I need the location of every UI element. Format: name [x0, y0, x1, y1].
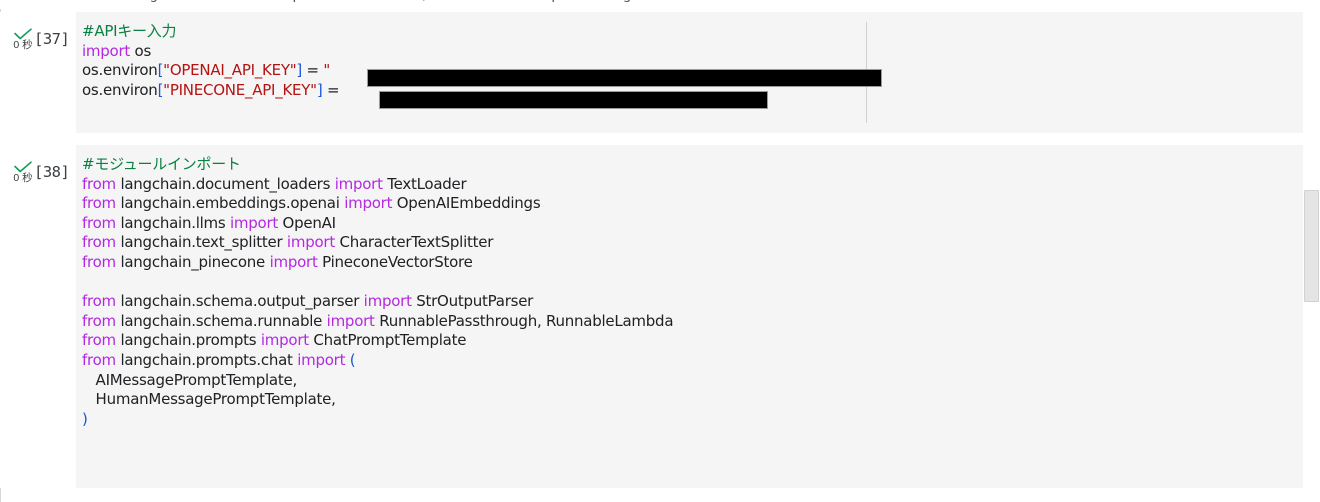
- check-icon: [14, 161, 32, 173]
- code-line: HumanMessagePromptTemplate,: [82, 390, 673, 410]
- code-token-plain: langchain.prompts: [115, 331, 261, 350]
- code-line: from langchain.schema.runnable import Ru…: [82, 311, 674, 332]
- code-token-keyword: import: [334, 174, 383, 193]
- code-token-keyword: import: [326, 311, 375, 330]
- code-line: from langchain.text_splitter import Char…: [82, 233, 673, 253]
- code-token-string: "OPENAI_API_KEY": [163, 61, 297, 80]
- run-status[interactable]: 0 秒: [6, 161, 40, 184]
- code-line: ): [82, 410, 673, 430]
- code-token-keyword: import: [344, 194, 393, 213]
- code-token-plain: CharacterTextSplitter: [334, 233, 494, 252]
- run-time-label: 0 秒: [13, 172, 33, 184]
- code-line: [82, 273, 673, 293]
- code-token-plain: os.environ: [82, 61, 158, 80]
- code-token-plain: PineconeVectorStore: [317, 252, 473, 271]
- code-token-plain: os.environ: [82, 80, 158, 99]
- clipped-previous-line: from langchain.chains import RetrievalQA…: [0, 0, 1320, 9]
- code-token-plain: langchain_pinecone: [115, 252, 270, 271]
- code-line: from langchain.llms import OpenAI: [82, 214, 673, 234]
- code-token-plain: langchain.schema.output_parser: [115, 292, 364, 311]
- code-token-keyword: import: [230, 213, 279, 232]
- code-token-bracket: ]: [316, 80, 323, 99]
- code-line: os.environ["OPENAI_API_KEY"] = ": [82, 61, 339, 81]
- cell-gutter: 0 秒 [37]: [0, 12, 76, 133]
- code-token-plain: AIMessagePromptTemplate,: [82, 370, 298, 389]
- code-line: from langchain_pinecone import PineconeV…: [82, 253, 673, 273]
- code-token-plain: langchain.llms: [115, 213, 230, 232]
- code-token-string: "PINECONE_API_KEY": [163, 80, 317, 99]
- run-time-label: 0 秒: [13, 39, 33, 51]
- execution-count-label: [37]: [34, 30, 70, 48]
- code-token-plain: langchain.text_splitter: [115, 233, 287, 252]
- code-token-plain: RunnablePassthrough, RunnableLambda: [374, 311, 674, 330]
- code-line: AIMessagePromptTemplate,: [82, 371, 673, 391]
- code-line: from langchain.document_loaders import T…: [82, 175, 673, 195]
- code-token-bracket: ): [82, 409, 88, 428]
- code-token-comment: #APIキー入力: [82, 22, 177, 40]
- code-token-bracket: [: [157, 61, 164, 80]
- code-token-plain: =: [322, 80, 340, 99]
- redacted-openai-api-key: [367, 69, 882, 87]
- code-token-plain: =: [302, 61, 324, 80]
- code-line: from langchain.schema.output_parser impo…: [82, 292, 673, 312]
- code-token-plain: langchain.embeddings.openai: [115, 194, 345, 213]
- code-token-keyword: from: [82, 331, 116, 350]
- code-token-plain: langchain.prompts.chat: [115, 350, 298, 369]
- redacted-pinecone-api-key: [379, 91, 768, 109]
- code-token-plain: ChatPromptTemplate: [308, 331, 467, 350]
- execution-count-label: [38]: [34, 163, 70, 181]
- code-token-plain: OpenAIEmbeddings: [392, 194, 541, 213]
- code-token-plain: langchain.document_loaders: [115, 174, 335, 193]
- code-token-plain: HumanMessagePromptTemplate,: [82, 390, 336, 409]
- code-token-bracket: ]: [296, 61, 303, 80]
- code-token-bracket: (: [349, 350, 356, 369]
- code-token-comment: #モジュールインポート: [82, 155, 241, 173]
- code-token-keyword: from: [82, 174, 116, 193]
- code-line: #APIキー入力: [82, 22, 339, 42]
- code-token-keyword: import: [269, 252, 318, 271]
- code-token-plain: StrOutputParser: [411, 292, 534, 311]
- code-line: from langchain.embeddings.openai import …: [82, 194, 673, 214]
- code-line: from langchain.prompts.chat import (: [82, 351, 673, 371]
- code-token-keyword: import: [363, 292, 412, 311]
- code-token-keyword: from: [82, 213, 116, 232]
- code-line: from langchain.prompts import ChatPrompt…: [82, 331, 673, 351]
- code-token-keyword: import: [260, 331, 309, 350]
- cell-gutter: 0 秒 [38]: [0, 145, 76, 488]
- code-token-plain: TextLoader: [382, 174, 467, 193]
- code-token-plain: OpenAI: [278, 213, 337, 232]
- clipped-previous-line-text: from langchain.chains import RetrievalQA…: [78, 0, 676, 3]
- code-token-plain: langchain.schema.runnable: [115, 311, 327, 330]
- code-token-keyword: import: [297, 350, 346, 369]
- code-token-keyword: import: [82, 41, 131, 60]
- code-token-keyword: from: [82, 292, 116, 311]
- vertical-scrollbar-track[interactable]: [1303, 0, 1320, 502]
- code-token-keyword: from: [82, 233, 116, 252]
- code-token-keyword: from: [82, 252, 116, 271]
- cell-separator: [0, 133, 1303, 145]
- code-line: os.environ["PINECONE_API_KEY"] =: [82, 80, 340, 101]
- check-icon: [14, 28, 32, 40]
- run-status[interactable]: 0 秒: [6, 28, 40, 51]
- vertical-scrollbar-thumb[interactable]: [1304, 190, 1319, 302]
- code-line: #モジュールインポート: [82, 155, 673, 175]
- code-token-keyword: from: [82, 311, 116, 330]
- code-token-bracket: [: [157, 80, 164, 99]
- code-token-keyword: import: [286, 233, 335, 252]
- code-token-keyword: from: [82, 350, 116, 369]
- code-line: import os: [82, 42, 339, 62]
- code-token-string: ": [323, 61, 331, 80]
- code-token-keyword: from: [82, 194, 116, 213]
- code-token-plain: os: [130, 41, 152, 60]
